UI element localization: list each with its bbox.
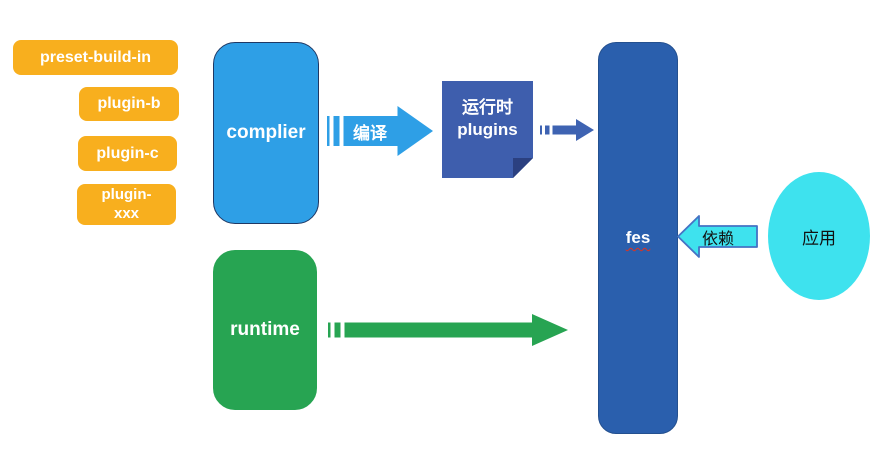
app-ellipse: 应用 (768, 172, 870, 300)
runtime-to-fes-arrow-icon (328, 314, 568, 346)
runtime-plugins-shape (442, 81, 533, 178)
runtime-label: runtime (230, 319, 300, 340)
runtime-node: runtime (213, 250, 317, 410)
complier-label: complier (226, 122, 306, 143)
fes-label: fes (625, 228, 651, 247)
compile-arrow-icon (327, 106, 433, 156)
depend-arrow-icon (677, 215, 758, 258)
runtime-plugins-line2: plugins (457, 120, 518, 139)
plugin-box-plugin-b: plugin-b (79, 87, 179, 121)
app-label: 应用 (802, 228, 836, 248)
complier-node: complier (213, 42, 319, 224)
plugin-box-label: plugin-xxx (101, 185, 152, 222)
plugin-box-label: plugin-c (96, 144, 159, 162)
runtime-plugins-line1: 运行时 (462, 98, 513, 117)
plugin-box-plugin-xxx: plugin-xxx (77, 184, 176, 225)
plugin-box-plugin-c: plugin-c (78, 136, 177, 171)
plugins-to-fes-arrow-icon (540, 119, 594, 141)
runtime-plugins-label: 运行时 plugins (442, 97, 533, 141)
plugin-box-label: plugin-b (97, 95, 161, 112)
fes-node: fes (598, 42, 678, 434)
plugin-box-label: preset-build-in (39, 48, 152, 66)
plugin-box-preset-build-in: preset-build-in (13, 40, 178, 75)
